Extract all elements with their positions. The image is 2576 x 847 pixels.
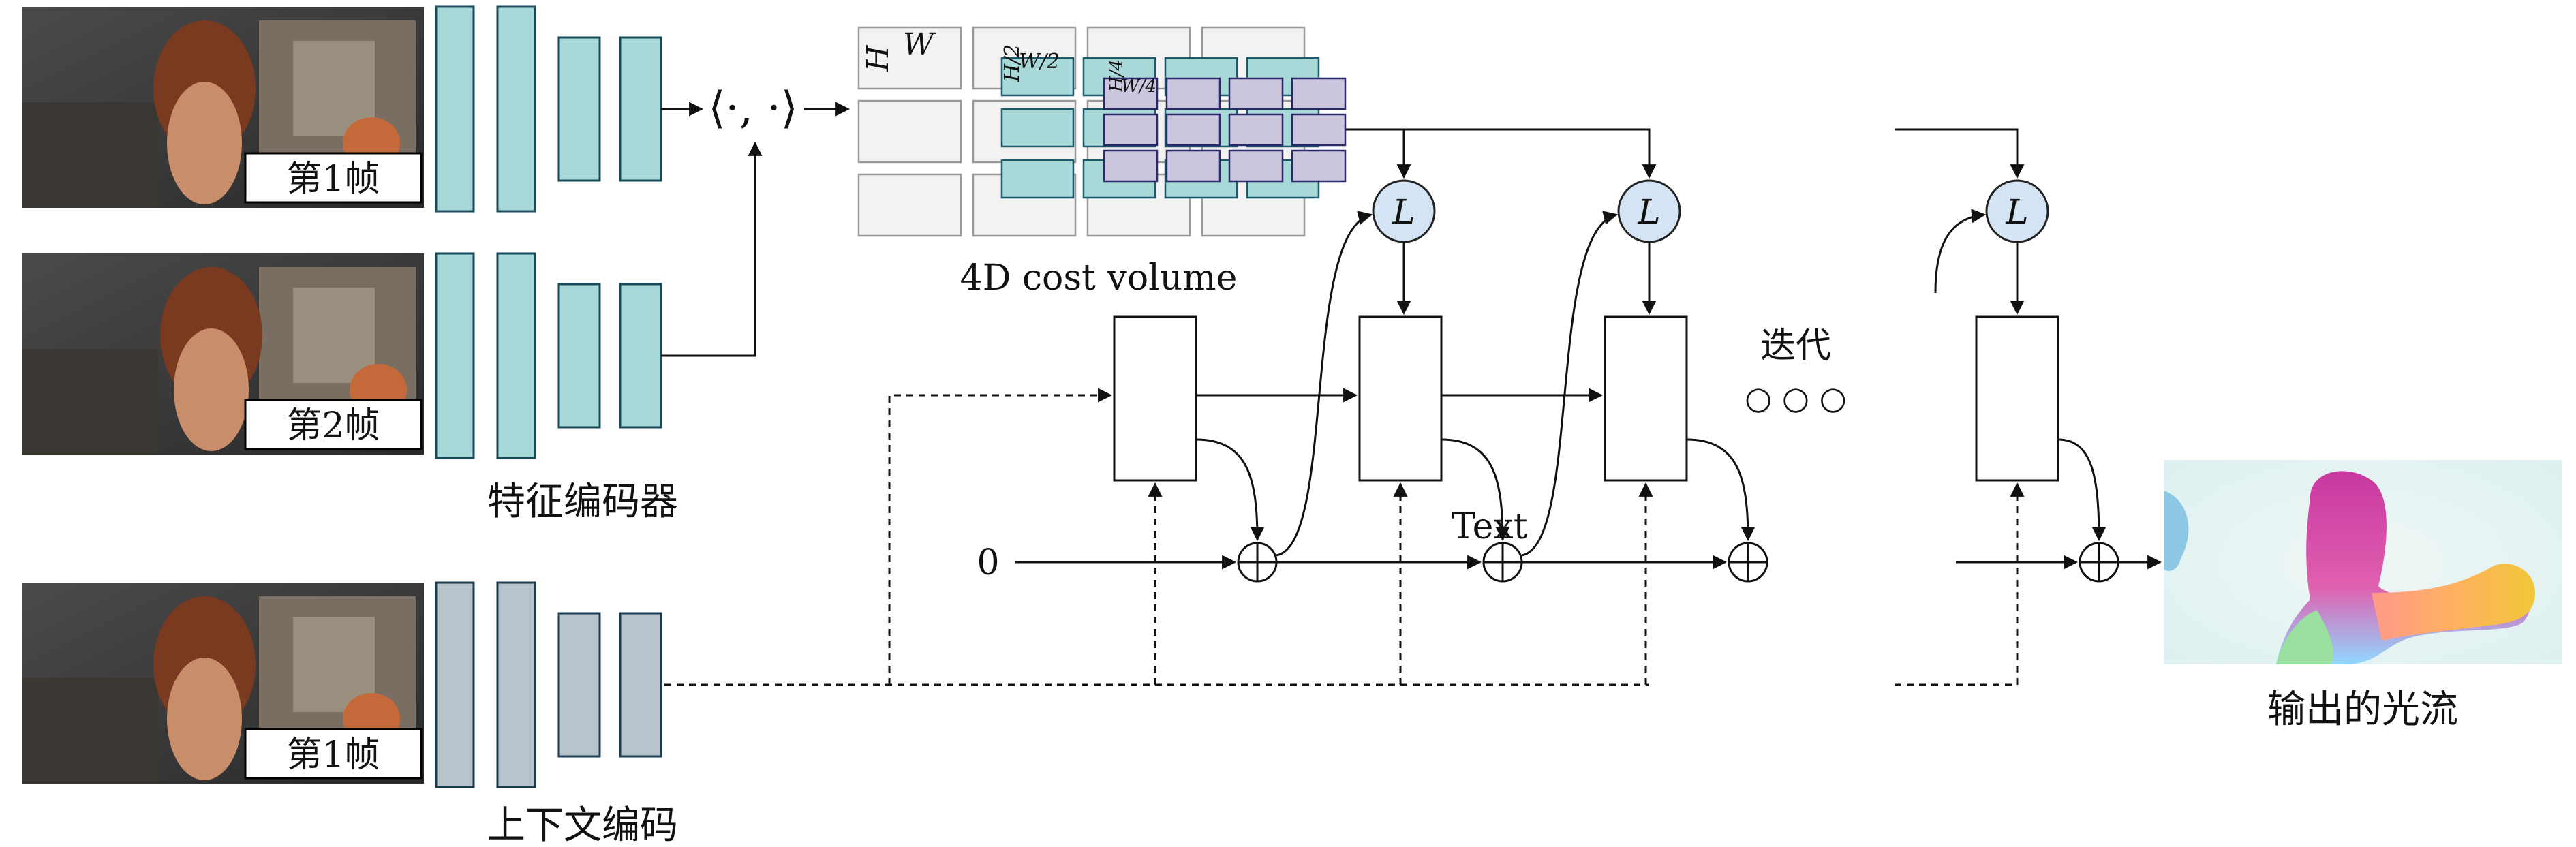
cost-volume-level-h: H <box>861 44 895 72</box>
frame-label-1: 第1帧 <box>286 159 380 200</box>
lookup-label-3: L <box>2005 192 2028 232</box>
context-encoder-label: 上下文编码 <box>487 803 678 847</box>
frame-label-3: 第1帧 <box>286 735 380 775</box>
output-flow-image <box>2164 460 2562 664</box>
output-label: 输出的光流 <box>2267 688 2458 732</box>
iteration-ellipsis: ○ ○ ○ <box>1745 380 1847 416</box>
lookup-1: L <box>1372 179 1436 243</box>
lookup-2: L <box>1617 179 1681 243</box>
cost-volume: H W H/2 W/2 H/4 W/4 <box>857 26 1347 237</box>
update-block-4 <box>1975 315 2059 482</box>
feature-encoder-frame1 <box>435 5 662 213</box>
sum-node-4 <box>2079 542 2119 583</box>
sum-node-3 <box>1728 542 1768 583</box>
initial-value: 0 <box>977 542 999 583</box>
frame-image-1: 第1帧 <box>22 7 424 208</box>
cost-volume-level-h2: H/2 <box>1000 44 1024 82</box>
lookup-3: L <box>1985 179 2049 243</box>
frame-image-2: 第2帧 <box>22 253 424 455</box>
iteration-label: 迭代 <box>1760 326 1831 367</box>
cost-volume-level-h4: H/4 <box>1107 59 1127 93</box>
sum-node-1 <box>1237 542 1278 583</box>
sum-node-2 <box>1482 542 1523 583</box>
cost-volume-level-w2: W/2 <box>1019 50 1060 74</box>
update-block-1 <box>1113 315 1197 482</box>
lookup-label-1: L <box>1392 192 1415 232</box>
update-blocks <box>1113 315 2059 482</box>
correlation-symbol: ⟨·, ·⟩ <box>708 83 797 134</box>
frame-image-3: 第1帧 <box>22 583 424 784</box>
feature-encoder-frame2 <box>435 252 662 459</box>
sum-nodes <box>1237 542 2119 583</box>
frame-label-2: 第2帧 <box>286 405 380 446</box>
cost-volume-label: 4D cost volume <box>960 258 1238 298</box>
context-encoder <box>435 581 662 788</box>
cost-volume-level-w4: W/4 <box>1121 76 1156 97</box>
text-label: Text <box>1452 506 1528 547</box>
update-block-3 <box>1604 315 1688 482</box>
lookup-label-2: L <box>1637 192 1660 232</box>
cost-volume-level-w: W <box>903 27 936 62</box>
feature-encoder-label: 特征编码器 <box>487 480 678 524</box>
update-block-2 <box>1358 315 1443 482</box>
